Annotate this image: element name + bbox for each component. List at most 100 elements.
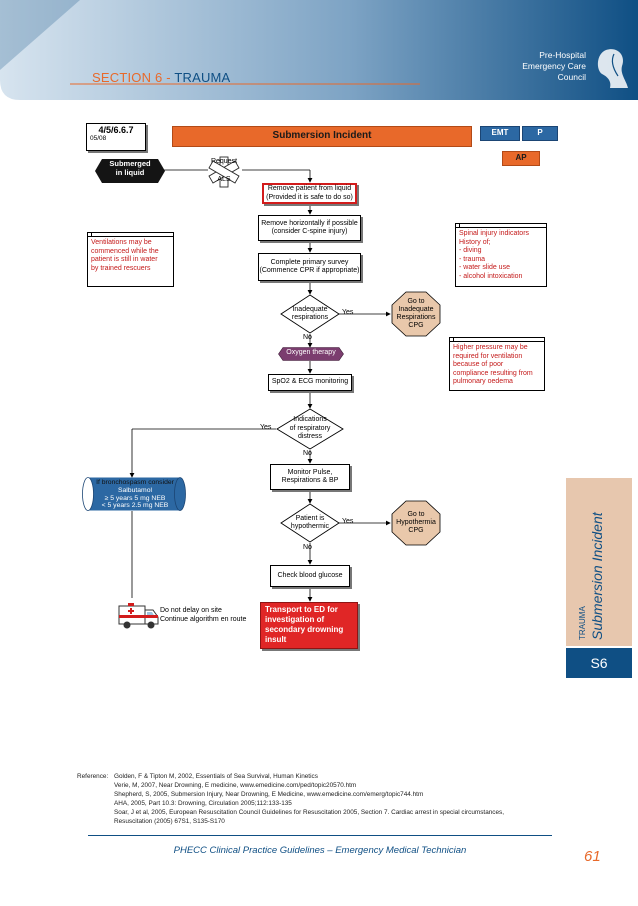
no-label-hypothermic: No [303,544,312,551]
vent-line-4: by trained rescuers [91,264,151,272]
start-terminator-shape [95,159,165,183]
goto-resp-line-4: CPG [408,322,424,329]
section-name: TRAUMA [174,70,231,85]
section-prefix: SECTION 6 - [92,70,175,85]
bronch-line-4: < 5 years 2.5 mg NEB [101,502,169,510]
level-p-badge: P [522,126,558,141]
footer-divider [88,835,552,836]
transport-line-3: secondary drowning [265,625,344,634]
spinal-line-1: Spinal injury indicators [459,230,530,237]
goto-hypothermia-cpg[interactable]: Go to Hypothermia CPG [391,500,441,546]
distress-line-1: Indications [293,416,327,424]
no-label-distress: No [303,450,312,457]
phecc-logo-icon [597,49,628,88]
side-tab: TRAUMA Submersion Incident [566,478,632,646]
level-ap-badge: AP [502,151,540,166]
respiratory-distress-decision: Indications of respiratory distress [276,408,344,450]
distress-line-2: of respiratory [289,424,331,432]
goto-resp-line-1: Go to [407,298,425,305]
spinal-line-3: - diving [459,247,482,254]
delay-note: Do not delay on site Continue algorithm … [160,606,246,624]
ambulance-icon [118,603,159,629]
star-of-life-icon [208,156,240,188]
ventilation-note: Ventilations may be commenced while the … [87,232,174,287]
cpg-title: Submersion Incident [172,126,472,147]
bronch-line-1: If bronchospasm consider [96,479,174,486]
vent-line-3: patient is still in water [91,256,158,263]
spinal-line-2: History of; [459,238,491,246]
org-line-2: Emergency Care [522,61,586,71]
remove-liquid-line-2: (Provided it is safe to do so) [266,193,353,201]
yes-label-distress: Yes [260,424,272,431]
section-title: SECTION 6 - TRAUMA [92,70,230,85]
reference-3: Shepherd, S, 2005, Submersion Injury, Ne… [114,791,424,798]
reference-2: Verie, M, 2007, Near Drowning, E medicin… [114,782,357,789]
remove-from-liquid-box: Remove patient from liquid (Provided it … [262,183,357,204]
monitor-vitals-box: Monitor Pulse, Respirations & BP [270,464,350,490]
primary-survey-box: Complete primary survey (Commence CPR if… [258,253,361,281]
goto-hypo-line-1: Go to [407,511,425,518]
reference-list: Golden, F & Tipton M, 2002, Essentials o… [114,772,554,826]
goto-resp-line-3: Respirations [396,314,436,321]
delay-line-2: Continue algorithm en route [160,616,247,623]
spinal-line-5: - water slide use [459,264,510,271]
primary-survey-line-2: (Commence CPR if appropriate) [259,267,360,274]
footer-text: PHECC Clinical Practice Guidelines – Eme… [173,845,467,856]
primary-survey-line-1: Complete primary survey [270,258,349,266]
cpg-code-box: 4/5/6.6.7 05/08 [86,123,146,151]
page-number: 61 [584,848,601,865]
pressure-line-5: pulmonary oedema [453,378,513,385]
yes-label-respirations: Yes [342,309,354,316]
monitor-line-1: Monitor Pulse, [287,468,333,476]
goto-inadequate-respirations-cpg[interactable]: Go to Inadequate Respirations CPG [391,291,441,337]
start-label: Submerged in liquid [109,159,151,177]
als-label: ALS [217,176,231,183]
remove-liquid-line-1: Remove patient from liquid [267,185,352,192]
org-line-3: Council [557,72,586,82]
reference-6: Resuscitation (2005) 67S1, S135-S170 [114,818,225,825]
remove-horizontal-line-2: (consider C-spine injury) [271,228,348,235]
no-label-respirations: No [303,334,312,341]
inadequate-line-1: Inadequate [292,305,328,313]
glucose-label: Check blood glucose [277,571,343,579]
bronch-line-3: ≥ 5 years 5 mg NEB [104,494,166,502]
spinal-line-4: - trauma [459,255,486,263]
hypo-line-2: hypothermic [290,523,330,530]
spo2-ecg-box: SpO2 & ECG monitoring [268,374,352,391]
goto-hypo-line-3: CPG [408,527,424,534]
cpg-date: 05/08 [90,134,107,142]
inadequate-respirations-decision: Inadequate respirations [280,294,340,334]
spinal-injury-note: Spinal injury indicators History of; - d… [455,223,547,287]
bronchospasm-salbutamol-box: If bronchospasm consider Salbutamol ≥ 5 … [82,477,186,511]
monitor-line-2: Respirations & BP [281,477,339,484]
transport-line-1: Transport to ED for [265,605,338,614]
level-emt-badge: EMT [480,126,520,141]
spo2-label: SpO2 & ECG monitoring [271,378,349,386]
cpg-code: 4/5/6.6.7 [98,125,134,135]
transport-line-2: investigation of [265,615,325,624]
vent-line-1: Ventilations may be [91,239,152,246]
hypo-line-1: Patient is [295,514,325,522]
side-tab-code: S6 [566,648,632,678]
goto-hypo-line-2: Hypothermia [396,519,436,526]
spinal-line-6: - alcohol intoxication [459,272,523,280]
oxygen-therapy: Oxygen therapy [286,349,336,356]
reference-label: Reference: [77,773,109,780]
distress-line-3: distress [297,433,323,441]
start-terminator: Submerged in liquid [94,159,166,182]
remove-horizontal-line-1: Remove horizontally if possible [261,219,358,227]
blood-glucose-box: Check blood glucose [270,565,350,587]
inadequate-line-2: respirations [291,314,329,321]
hypothermic-decision: Patient is hypothermic [280,503,340,543]
header-banner [0,0,638,100]
pressure-line-1: Higher pressure may be [453,344,528,351]
higher-pressure-note: Higher pressure may be required for vent… [449,337,545,391]
vent-line-2: commenced while the [91,247,159,255]
org-name: Pre-Hospital Emergency Care Council [522,50,586,83]
pressure-line-4: compliance resulting from [453,369,533,377]
oxygen-therapy-shape [278,347,344,361]
goto-resp-line-2: Inadequate [398,306,434,313]
transport-line-4: insult [265,635,287,644]
transport-to-ed-box: Transport to ED for investigation of sec… [260,602,358,649]
remove-horizontally-box: Remove horizontally if possible (conside… [258,215,361,241]
